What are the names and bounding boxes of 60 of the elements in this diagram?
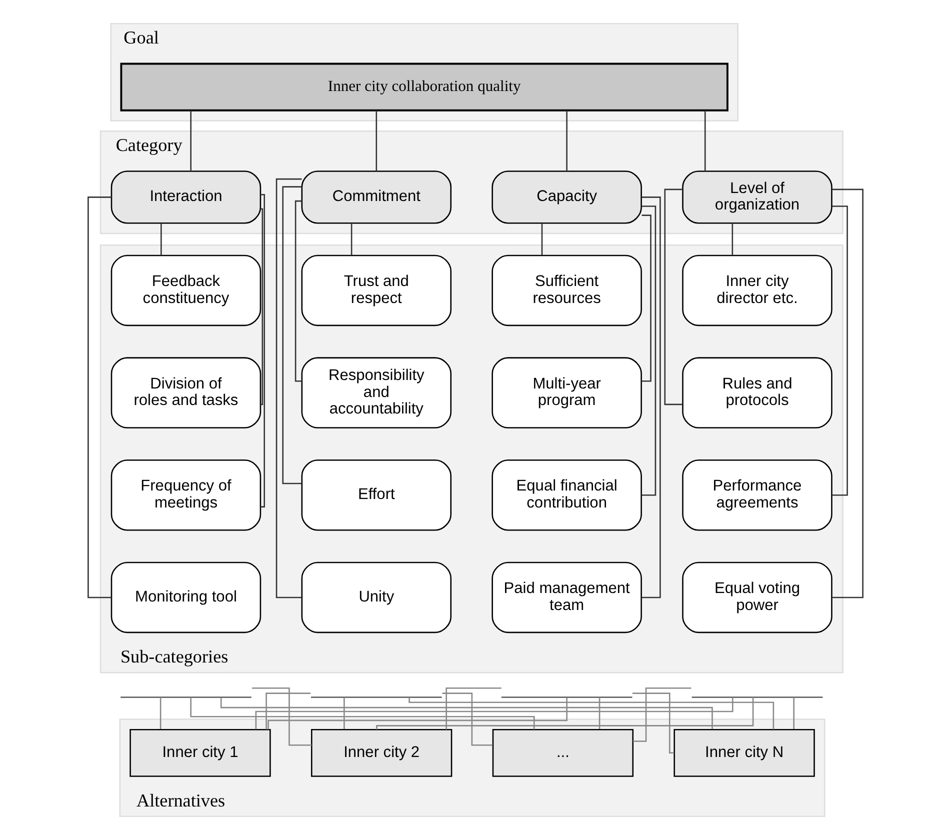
connector (294, 200, 302, 382)
connector (641, 214, 651, 382)
connector (160, 223, 162, 256)
node-box: Responsibility and accountability (300, 357, 452, 428)
connector (190, 110, 191, 172)
connector (251, 688, 312, 746)
node-box: Performance agreements (682, 460, 832, 531)
connector (445, 688, 501, 730)
connector (87, 196, 111, 598)
connector (731, 223, 733, 256)
node-box: Feedback constituency (110, 254, 261, 326)
node-box: Equal financial contribution (491, 460, 642, 531)
connector (632, 692, 674, 754)
connector (792, 697, 794, 730)
node-box: Trust and respect (300, 254, 452, 326)
node-box: Inner city N (673, 728, 814, 777)
connector (632, 688, 691, 742)
node-box: ... (492, 728, 634, 777)
connector (190, 697, 534, 730)
node-box: Inner city director etc. (682, 254, 832, 326)
node-box: Effort (300, 460, 452, 531)
connector (641, 206, 656, 496)
node-box: Equal voting power (682, 562, 832, 634)
node-box: Frequency of meetings (110, 460, 261, 531)
connector (265, 692, 310, 730)
node-box: Multi-year program (491, 357, 642, 428)
node-box: Rules and protocols (682, 357, 832, 428)
node-box: Monitoring tool (110, 562, 261, 634)
node-box: Unity (300, 562, 452, 634)
node-box: Paid management team (491, 562, 642, 634)
connector (260, 194, 264, 508)
connector (275, 178, 302, 598)
node-box: Inner city 1 (129, 728, 270, 777)
connector (260, 208, 263, 406)
connector (375, 110, 377, 172)
node-box: Level of organization (682, 170, 832, 224)
node-box: Commitment (300, 170, 452, 224)
node-box: Sufficient resources (491, 254, 642, 326)
node-bracket (500, 696, 632, 698)
node-bracket (691, 696, 822, 698)
connector (159, 697, 161, 730)
connector (641, 196, 660, 598)
connector (832, 188, 863, 598)
connector (704, 110, 706, 172)
connector (350, 223, 352, 256)
connector (343, 697, 344, 730)
connector (540, 223, 542, 256)
node-bracket (120, 696, 251, 698)
node-box: Capacity (491, 170, 642, 224)
node-box: Inner city 2 (310, 728, 452, 777)
connector (282, 186, 302, 484)
node-box: Interaction (110, 170, 261, 224)
connector (664, 188, 682, 406)
connector (442, 692, 492, 746)
node-box: Inner city collaboration quality (120, 62, 728, 112)
node-bracket (310, 696, 442, 698)
connector (566, 110, 567, 172)
node-box: Division of roles and tasks (110, 357, 261, 428)
connector (267, 698, 567, 730)
connector (598, 697, 600, 730)
